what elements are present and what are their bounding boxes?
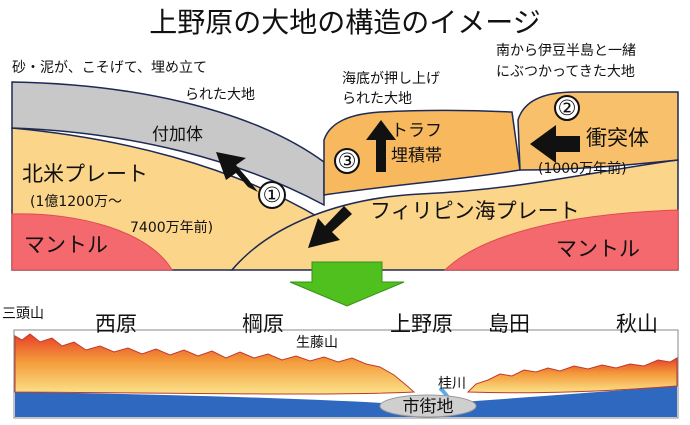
mountain-label: 生藤山 bbox=[296, 335, 338, 351]
west-mountains bbox=[14, 333, 416, 395]
accretion-body bbox=[11, 81, 325, 207]
marker-2-circle bbox=[554, 95, 580, 121]
accretion-origin-note-1: 砂・泥が、こそげて、埋め立て bbox=[12, 60, 207, 76]
marker-2: ② bbox=[558, 96, 577, 120]
page-title: 上野原の大地の構造のイメージ bbox=[149, 6, 540, 39]
collision-label: 衝突体 bbox=[586, 126, 649, 150]
marker-1-circle bbox=[258, 181, 286, 209]
mantle-left bbox=[11, 213, 173, 271]
place-label-uenohara: 上野原 bbox=[390, 312, 453, 336]
mantle-right-label: マントル bbox=[556, 237, 640, 261]
down-arrow-icon bbox=[289, 261, 405, 307]
trough-label-1: トラフ bbox=[391, 121, 442, 141]
arrow-1-icon bbox=[216, 152, 258, 192]
marker-3: ③ bbox=[338, 149, 357, 173]
arrow-trough-up-icon bbox=[366, 120, 396, 172]
trough-origin-note-1: 海底が押し上げ bbox=[342, 71, 440, 87]
place-label-yuzurihara: 棡原 bbox=[242, 312, 284, 336]
north-american-plate-age-1: (1億1200万～ bbox=[30, 194, 122, 210]
arrow-collision-left-icon bbox=[530, 125, 580, 163]
philippine-sea-plate-label: フィリピン海プレート bbox=[370, 199, 580, 223]
accretion-label: 付加体 bbox=[152, 125, 203, 145]
marker-3-circle bbox=[334, 148, 360, 174]
place-label-nishihara: 西原 bbox=[95, 312, 137, 336]
collision-age: (1000万年前) bbox=[538, 160, 627, 177]
place-label-shimada: 島田 bbox=[488, 312, 530, 336]
mantle-left-label: マントル bbox=[24, 233, 108, 257]
trough-label-2: 埋積帯 bbox=[391, 146, 442, 166]
place-label-akiyama: 秋山 bbox=[616, 312, 658, 336]
accretion-origin-note-2: られた大地 bbox=[185, 87, 255, 103]
peak-label: 三頭山 bbox=[2, 306, 44, 322]
marker-1: ① bbox=[263, 183, 282, 207]
collision-origin-note-1: 南から伊豆半島と一緒 bbox=[496, 43, 636, 59]
collision-origin-note-2: にぶつかってきた大地 bbox=[496, 64, 635, 80]
north-american-plate-age-2: 7400万年前) bbox=[130, 219, 213, 236]
city-label: 市街地 bbox=[403, 397, 454, 417]
river-label: 桂川 bbox=[438, 376, 466, 392]
city-area bbox=[379, 394, 477, 418]
mantle-right bbox=[443, 209, 679, 271]
water-band bbox=[15, 386, 677, 417]
east-mountains bbox=[466, 357, 678, 394]
trough-origin-note-2: られた大地 bbox=[342, 91, 412, 107]
arrow-subduction-icon bbox=[308, 206, 352, 248]
north-american-plate-label: 北米プレート bbox=[22, 162, 148, 186]
